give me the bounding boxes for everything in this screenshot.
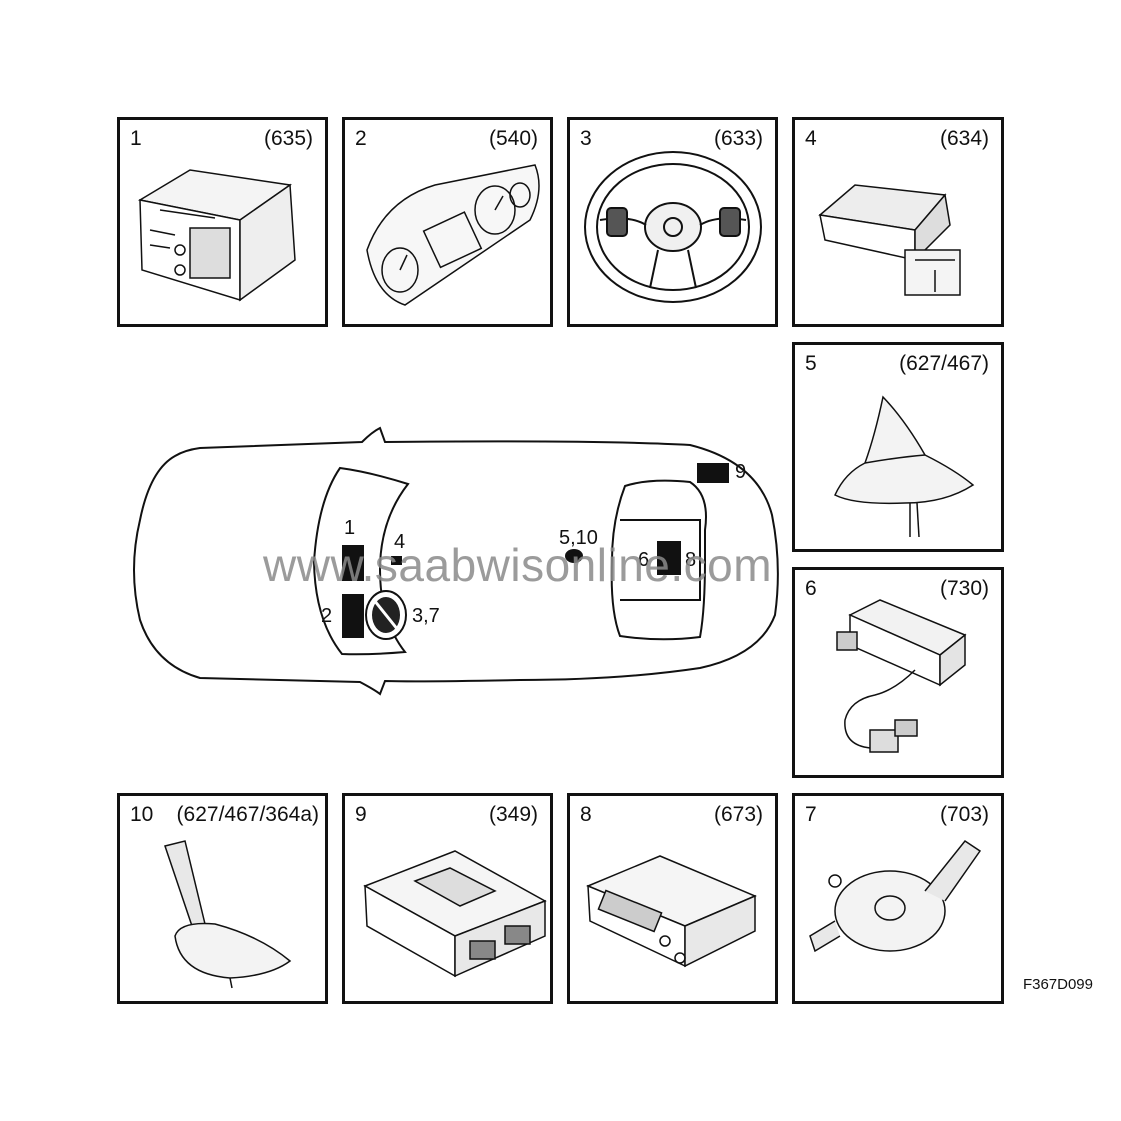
component-panel-1: 1 (635)	[117, 117, 328, 327]
component-panel-6: 6 (730)	[792, 567, 1004, 778]
marker-1	[342, 545, 364, 581]
marker-3-7-steering-icon	[365, 590, 407, 640]
component-panel-4: 4 (634)	[792, 117, 1004, 327]
panel-code: (634)	[939, 127, 989, 150]
instrument-cluster-icon	[366, 164, 540, 306]
panel-number: 1	[130, 127, 142, 150]
watermark: www.saabwisonline.com	[263, 539, 773, 591]
component-panel-8: 8 (673)	[567, 793, 778, 1004]
shark-fin-antenna-icon	[834, 395, 975, 538]
panel-code: (627/467/364a)	[176, 803, 319, 826]
rear-window-outline	[610, 479, 707, 641]
car-body-outline	[133, 426, 779, 696]
panel-number: 6	[805, 577, 817, 600]
windshield-outline	[312, 466, 410, 656]
component-panel-7: 7 (703)	[792, 793, 1004, 1004]
panel-code: (540)	[488, 127, 538, 150]
panel-code: (730)	[939, 577, 989, 600]
panel-code: (633)	[713, 127, 763, 150]
panel-number: 5	[805, 352, 817, 375]
component-panel-10: 10 (627/467/364a)	[117, 793, 328, 1004]
car-label-2: 2	[321, 605, 333, 627]
panel-number: 4	[805, 127, 817, 150]
marker-6-8	[657, 541, 681, 575]
steering-wheel-icon	[584, 151, 762, 303]
panel-code: (635)	[263, 127, 313, 150]
component-panel-2: 2 (540)	[342, 117, 553, 327]
marker-4	[391, 556, 402, 565]
steering-column-switch-icon	[809, 839, 982, 953]
control-module-icon	[363, 850, 547, 978]
rear-shelf-outline	[620, 519, 701, 601]
panel-code: (673)	[713, 803, 763, 826]
car-label-1: 1	[344, 517, 356, 539]
marker-5-10	[565, 549, 583, 563]
component-panel-3: 3 (633)	[567, 117, 778, 327]
car-label-9: 9	[735, 461, 747, 483]
panel-number: 10	[130, 803, 154, 826]
panel-code: (703)	[939, 803, 989, 826]
component-panel-9: 9 (349)	[342, 793, 553, 1004]
panel-number: 7	[805, 803, 817, 826]
panel-code: (627/467)	[899, 352, 989, 375]
panel-number: 3	[580, 127, 592, 150]
marker-9	[697, 463, 729, 483]
panel-number: 8	[580, 803, 592, 826]
switch-module-icon	[818, 184, 961, 296]
car-label-5-10: 5,10	[559, 527, 598, 549]
roof-antenna-icon	[164, 840, 292, 989]
car-label-4: 4	[394, 531, 406, 553]
amplifier-module-icon	[836, 599, 967, 753]
panel-number: 9	[355, 803, 367, 826]
car-label-8: 8	[685, 549, 697, 571]
figure-code: F367D099	[1022, 976, 1093, 993]
head-unit-icon	[137, 169, 296, 302]
car-label-6: 6	[638, 549, 650, 571]
panel-number: 2	[355, 127, 367, 150]
panel-code: (349)	[488, 803, 538, 826]
car-label-3-7: 3,7	[412, 605, 440, 627]
component-panel-5: 5 (627/467)	[792, 342, 1004, 552]
marker-2	[342, 594, 364, 638]
media-module-icon	[586, 855, 757, 968]
